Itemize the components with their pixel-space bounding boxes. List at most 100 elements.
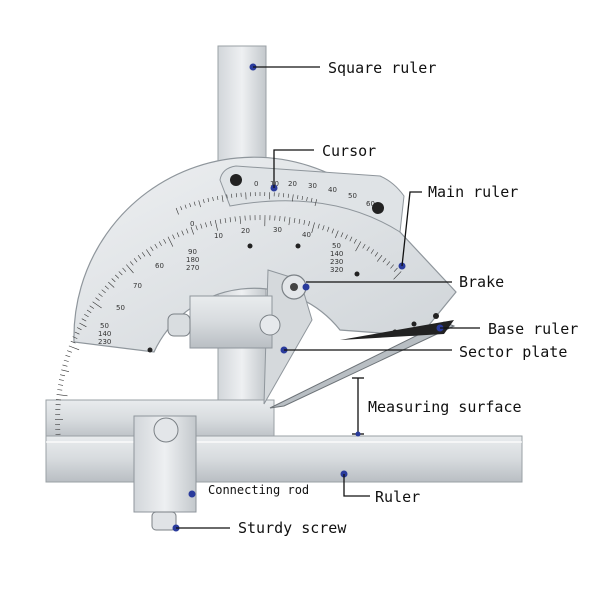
label-sturdy-screw: Sturdy screw — [238, 519, 347, 537]
vernier-number: 0 — [254, 180, 258, 188]
label-base-ruler: Base ruler — [488, 320, 578, 338]
main-scale-tick — [362, 243, 366, 249]
ruler-body — [45, 435, 523, 483]
vernier-tick — [203, 199, 205, 204]
main-scale-tick — [224, 217, 227, 223]
main-scale-tick — [393, 267, 398, 272]
arc-dot — [147, 347, 153, 353]
main-scale-tick — [298, 218, 301, 224]
vernier-scale-ticks — [175, 192, 317, 215]
main-scale-tick — [234, 216, 236, 222]
main-scale-tick — [95, 297, 100, 301]
main-scale-tick — [81, 318, 87, 322]
main-scale-tick — [60, 374, 66, 377]
vernier-tick — [180, 206, 183, 211]
main-scale-number: 230 — [330, 258, 343, 266]
leader-measuring-surface — [355, 431, 361, 437]
main-scale-number: 70 — [133, 282, 142, 290]
label-square-ruler: Square ruler — [328, 59, 436, 77]
label-ruler: Ruler — [375, 488, 420, 506]
main-scale-tick — [72, 336, 78, 339]
main-scale-tick — [114, 274, 120, 279]
main-scale-tick — [190, 226, 194, 235]
vernier-tick — [189, 203, 192, 208]
vernier-number: 20 — [288, 180, 297, 188]
connecting-rod-knob — [153, 417, 179, 443]
brake-knob-center — [290, 283, 298, 291]
main-scale-stacked-left: 50 140 230 — [98, 322, 111, 346]
base-ruler-blade — [269, 321, 456, 409]
main-scale-tick — [374, 252, 379, 257]
leader-connecting-rod — [188, 490, 196, 498]
main-scale-tick — [65, 355, 71, 358]
main-scale-tick — [79, 322, 87, 328]
main-scale-tick — [239, 215, 241, 224]
main-scale-number: 230 — [98, 338, 111, 346]
main-scale-tick — [61, 369, 70, 372]
label-connecting-rod: Connecting rod — [208, 483, 309, 497]
main-scale-number: 50 — [100, 322, 109, 330]
main-scale-tick — [55, 399, 62, 401]
main-scale-tick — [181, 230, 184, 236]
main-scale-tick — [62, 364, 68, 367]
main-scale-tick — [58, 384, 64, 386]
main-scale-tick — [104, 285, 109, 290]
main-scale-tick — [200, 223, 203, 229]
main-scale-tick — [349, 236, 353, 242]
main-scale-tick — [154, 243, 158, 249]
main-scale-tick — [146, 249, 151, 257]
vernier-tick — [297, 195, 299, 200]
main-scale-number: 50 — [116, 304, 125, 312]
main-scale-tick — [353, 238, 357, 244]
main-scale-tick — [219, 218, 222, 224]
vernier-tick — [193, 201, 196, 206]
main-scale-tick — [101, 289, 106, 294]
main-scale-tick — [111, 278, 116, 283]
main-scale-tick — [229, 217, 231, 223]
main-scale-tick — [108, 281, 115, 288]
main-scale-tick — [210, 221, 212, 227]
vernier-number: 50 — [348, 192, 357, 200]
leader-sector-plate — [280, 346, 452, 354]
main-scale-tick — [340, 232, 344, 238]
main-scale-tick — [308, 221, 310, 227]
main-scale-tick — [172, 234, 175, 240]
main-scale-tick — [158, 241, 162, 247]
main-scale-tick — [327, 226, 330, 232]
main-scale-number: 60 — [155, 262, 164, 270]
label-cursor: Cursor — [322, 142, 376, 160]
main-scale-stacked-right: 50 140 230 320 — [330, 242, 343, 274]
vernier-tick — [198, 200, 201, 208]
vernier-tick — [306, 196, 308, 201]
main-scale-tick — [163, 238, 167, 244]
main-scale-tick — [382, 258, 387, 263]
cursor-screw-right — [372, 202, 384, 214]
vernier-tick — [184, 204, 187, 209]
arc-dot — [295, 243, 301, 249]
main-scale-tick — [331, 228, 334, 234]
main-scale-tick — [284, 216, 286, 222]
leader-cursor — [270, 149, 314, 192]
main-scale-tick — [370, 249, 374, 254]
vernier-tick — [287, 193, 289, 198]
main-scale-tick — [70, 340, 76, 344]
main-scale-tick — [92, 301, 102, 309]
main-scale-tick — [118, 271, 123, 276]
main-scale-tick — [386, 261, 391, 266]
leader-main-ruler — [398, 191, 422, 270]
arc-dot — [354, 271, 360, 277]
main-scale-number: 140 — [98, 330, 111, 338]
vernier-tick — [310, 197, 313, 202]
label-sector-plate: Sector plate — [459, 343, 567, 361]
vernier-tick — [314, 199, 317, 206]
main-scale-tick — [129, 261, 134, 266]
sturdy-screw — [151, 511, 177, 531]
main-scale-tick — [390, 264, 394, 269]
main-scale-tick — [89, 305, 95, 309]
main-scale-tick — [86, 309, 92, 313]
square-clamp-block — [189, 295, 273, 349]
base-screw — [433, 313, 439, 319]
label-measuring-surface: Measuring surface — [368, 398, 522, 416]
vernier-tick — [175, 207, 179, 215]
